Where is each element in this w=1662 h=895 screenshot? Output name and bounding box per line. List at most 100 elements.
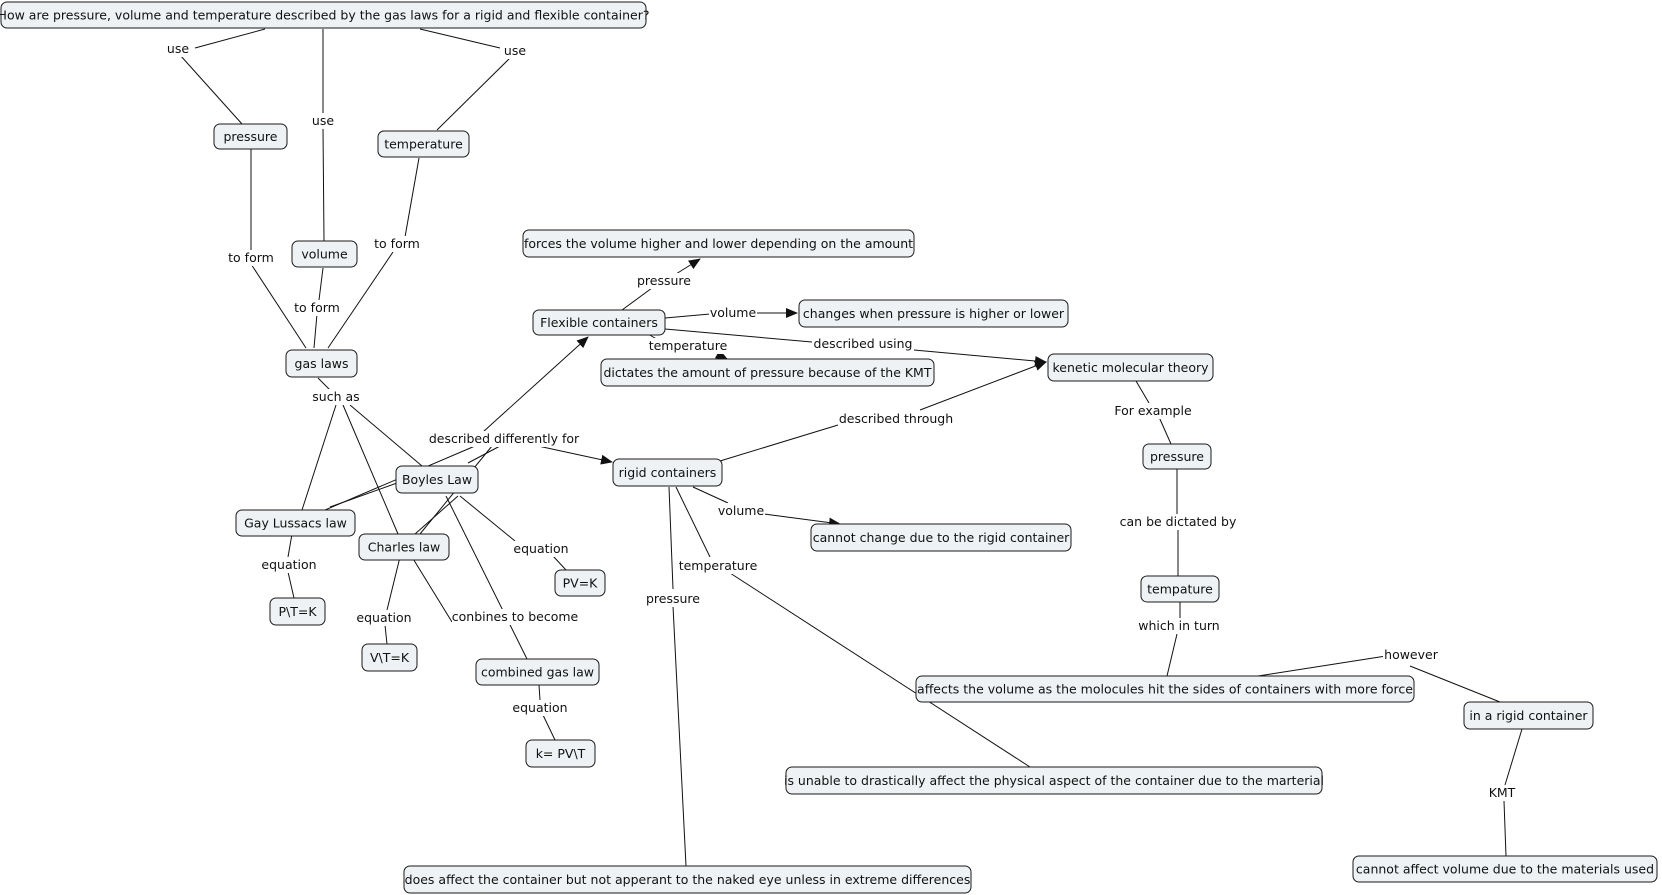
label-to-form-1: to form [227,250,275,266]
link-volume-cannotchange[interactable] [763,513,841,528]
svg-text:tempature: tempature [1147,582,1213,597]
svg-text:use: use [312,113,334,128]
node-does-affect-container[interactable]: does affect the container but not appera… [403,865,972,894]
svg-text:is unable to drastically affec: is unable to drastically affect the phys… [784,773,1324,788]
link-pressure-doesaffect [672,605,687,867]
node-boyles-law[interactable]: Boyles Law [395,465,479,494]
node-unable-to-affect[interactable]: is unable to drastically affect the phys… [784,766,1324,795]
svg-text:V\T=K: V\T=K [370,650,410,665]
svg-text:which in turn: which in turn [1138,618,1219,633]
link-equation-kpvt [542,714,556,741]
node-in-a-rigid-container[interactable]: in a rigid container [1463,701,1594,730]
link-boyles-equation [459,495,516,542]
svg-text:equation: equation [261,557,316,572]
node-pv-k[interactable]: PV=K [554,569,606,597]
label-flexible-volume: volume [709,305,757,321]
link-charles-equation [386,556,401,611]
link-use1-pressure [179,54,243,125]
node-pressure-kmt[interactable]: pressure [1142,443,1212,470]
svg-text:such as: such as [312,389,359,404]
svg-text:forces the volume higher and l: forces the volume higher and lower depen… [524,236,913,251]
node-cannot-affect-volume[interactable]: cannot affect volume due to the material… [1352,855,1658,883]
svg-text:dictates the amount of pressur: dictates the amount of pressure because … [604,365,932,380]
svg-text:pressure: pressure [224,129,278,144]
link-affects-however [1257,655,1387,677]
node-combined-gas-law[interactable]: combined gas law [475,658,600,686]
link-temperature-toform [404,157,420,238]
svg-text:to form: to form [374,236,420,251]
node-flexible-containers[interactable]: Flexible containers [532,309,666,336]
label-flexible-temperature: temperature [647,338,729,354]
svg-text:volume: volume [710,305,757,320]
link-however-inrigid [1409,665,1501,703]
label-for-example: For example [1112,403,1194,419]
node-k-pv-t[interactable]: k= PV\T [525,739,596,768]
svg-text:to form: to form [228,250,274,265]
label-kmt: KMT [1486,785,1518,801]
link-labels: use use use to form to form to form such… [165,41,1518,801]
label-equation-boyles: equation [512,541,570,557]
svg-text:in a rigid container: in a rigid container [1469,708,1588,723]
node-gay-lussacs-law[interactable]: Gay Lussacs law [235,509,356,537]
link-kmt-forexample [1135,380,1150,404]
label-equation-charles: equation [355,610,413,626]
node-changes-when-pressure[interactable]: changes when pressure is higher or lower [798,299,1069,328]
node-v-t-k[interactable]: V\T=K [361,643,418,672]
label-rigid-pressure: pressure [644,591,702,607]
svg-text:use: use [167,41,189,56]
link-toform-gaslaws2 [313,313,318,349]
link-pressure-forces[interactable] [675,258,701,275]
link-use2-volume [322,127,325,242]
link-descdiff-rigid[interactable] [537,445,613,465]
node-dictates-pressure[interactable]: dictates the amount of pressure because … [600,358,935,387]
link-flexible-descusing [664,328,813,343]
label-to-form-2: to form [293,300,341,316]
link-charles-conbines [411,556,453,623]
svg-text:volume: volume [301,247,348,262]
link-flexible-pressure [621,287,653,311]
node-pressure[interactable]: pressure [213,123,288,150]
link-toform-gaslaws1 [250,263,307,349]
link-gaylussac-equation [287,533,293,558]
svg-text:Gay Lussacs law: Gay Lussacs law [244,516,347,531]
svg-text:conbines to become: conbines to become [452,609,579,624]
label-however: however [1383,647,1439,663]
svg-text:P\T=K: P\T=K [278,604,317,619]
link-descdiff-flexible[interactable] [482,336,589,433]
svg-text:rigid containers: rigid containers [619,465,717,480]
node-volume[interactable]: volume [291,240,358,268]
link-question-use1 [194,28,266,49]
link-inrigid-kmt [1504,728,1523,786]
link-toform-gaslaws3 [327,251,394,349]
link-descthrough-kmt[interactable] [919,361,1047,411]
node-charles-law[interactable]: Charles law [358,533,450,561]
node-forces-volume[interactable]: forces the volume higher and lower depen… [522,229,915,258]
svg-text:cannot affect volume due to th: cannot affect volume due to the material… [1356,862,1654,877]
node-tempature[interactable]: tempature [1140,575,1220,603]
node-focus-question[interactable]: How are pressure, volume and temperature… [0,1,649,29]
node-rigid-containers[interactable]: rigid containers [612,458,723,487]
label-use-3: use [501,43,528,59]
label-rigid-volume: volume [717,503,765,519]
label-described-through: described through [838,411,954,427]
svg-text:use: use [504,43,526,58]
label-equation-gay-lussac: equation [260,557,318,573]
link-temperature-unable [729,572,1031,768]
link-descusing-kmt[interactable] [913,349,1047,366]
label-which-in-turn: which in turn [1135,618,1223,634]
link-suchas-charles [342,404,399,535]
node-gas-laws[interactable]: gas laws [285,349,358,378]
link-charles-boyles [414,495,459,535]
node-temperature[interactable]: temperature [377,130,470,158]
svg-text:For example: For example [1114,403,1192,418]
node-affects-volume[interactable]: affects the volume as the molocules hit … [915,675,1415,703]
link-question-use3 [419,28,501,49]
node-cannot-change[interactable]: cannot change due to the rigid container [810,523,1072,552]
svg-text:temperature: temperature [649,338,728,353]
svg-text:can be dictated by: can be dictated by [1120,514,1237,529]
node-kenetic-molecular-theory[interactable]: kenetic molecular theory [1047,353,1214,382]
link-kmt-cannotaffect [1503,800,1507,857]
node-p-t-k[interactable]: P\T=K [269,597,326,626]
svg-text:kenetic molecular theory: kenetic molecular theory [1052,360,1209,375]
label-conbines-to-become: conbines to become [452,609,579,625]
